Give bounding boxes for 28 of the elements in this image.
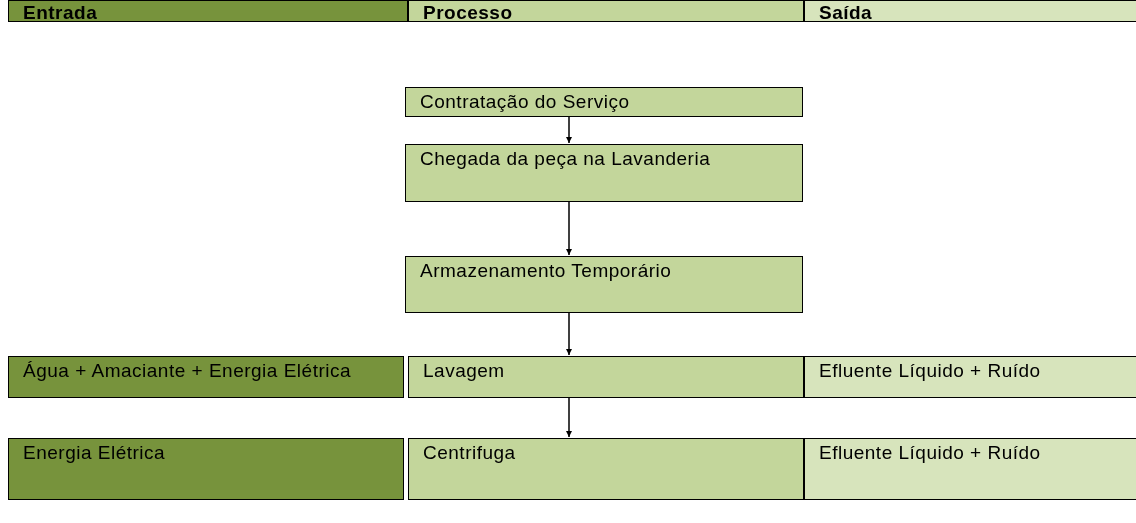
table-cell-box — [8, 438, 404, 500]
label-text: Energia Elétrica — [23, 441, 167, 465]
arrow — [566, 201, 572, 256]
arrow — [566, 397, 572, 438]
label-text: Lavagem — [423, 359, 506, 383]
label-text: Armazenamento Temporário — [420, 259, 673, 283]
label-text: Efluente Líquido + Ruído — [819, 359, 1042, 383]
table-cell-box — [408, 356, 804, 398]
header-text: Entrada — [23, 1, 99, 25]
column-header — [8, 0, 408, 22]
table-cell-box — [804, 356, 1136, 398]
table-cell-box — [804, 438, 1136, 500]
arrow — [566, 312, 572, 356]
process-box — [405, 144, 803, 202]
table-cell-box — [8, 356, 404, 398]
label-text: Chegada da peça na Lavanderia — [420, 147, 712, 171]
process-box — [405, 87, 803, 117]
arrow — [566, 116, 572, 144]
header-text: Saída — [819, 1, 874, 25]
label-text: Centrifuga — [423, 441, 517, 465]
label-text: Contratação do Serviço — [420, 90, 631, 114]
column-header — [408, 0, 804, 22]
header-text: Processo — [423, 1, 514, 25]
label-text: Água + Amaciante + Energia Elétrica — [23, 359, 353, 383]
label-text: Efluente Líquido + Ruído — [819, 441, 1042, 465]
table-cell-box — [408, 438, 804, 500]
column-header — [804, 0, 1136, 22]
process-box — [405, 256, 803, 313]
